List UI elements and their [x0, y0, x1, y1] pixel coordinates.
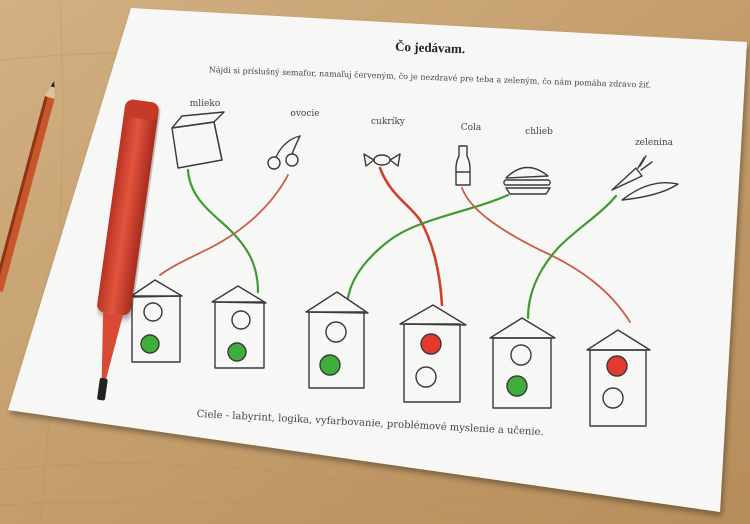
red-marker	[97, 99, 159, 401]
green-path-milk	[186, 168, 260, 294]
red-path-cherries	[159, 174, 289, 276]
milk-carton-icon	[171, 111, 225, 169]
traffic-light-4-bottom-lamp	[415, 366, 437, 388]
worksheet-paper	[8, 8, 747, 512]
pencil	[0, 81, 55, 292]
food-label-cukriky: cukríky	[371, 116, 406, 127]
maze-paths	[159, 166, 631, 323]
worksheet-title: Čo jedávam.	[395, 39, 466, 56]
food-label-cola: Cola	[461, 123, 482, 133]
vegetables-icon	[611, 155, 679, 201]
traffic-light-6	[586, 329, 651, 427]
red-path-candy	[378, 166, 444, 307]
traffic-light-1-bottom-lamp	[140, 334, 160, 354]
green-path-burger	[346, 193, 510, 300]
traffic-light-1	[129, 279, 183, 363]
food-label-ovocie: ovocie	[290, 109, 319, 119]
cherries-icon	[267, 135, 301, 170]
traffic-light-2	[211, 285, 267, 369]
cola-bottle-icon	[455, 145, 471, 186]
traffic-light-3	[305, 291, 369, 389]
traffic-light-1-top-lamp	[143, 302, 163, 322]
traffic-light-6-top-lamp	[606, 355, 628, 377]
traffic-light-3-top-lamp	[325, 321, 347, 343]
traffic-light-4-top-lamp	[420, 333, 442, 355]
candy-icon	[363, 153, 401, 167]
traffic-light-6-bottom-lamp	[602, 387, 624, 409]
food-label-chlieb: chlieb	[525, 127, 553, 137]
green-path-vegetables	[526, 194, 618, 320]
traffic-light-2-top-lamp	[231, 310, 251, 330]
traffic-light-3-bottom-lamp	[319, 354, 341, 376]
burger-icon	[503, 166, 551, 195]
traffic-light-5	[489, 317, 556, 409]
traffic-light-5-top-lamp	[510, 344, 532, 366]
food-label-zelenina: zelenina	[635, 138, 674, 148]
traffic-light-5-bottom-lamp	[506, 375, 528, 397]
food-label-mlieko: mlieko	[190, 99, 221, 109]
traffic-light-2-bottom-lamp	[227, 342, 247, 362]
traffic-light-4	[399, 304, 467, 403]
red-path-cola	[461, 187, 631, 323]
